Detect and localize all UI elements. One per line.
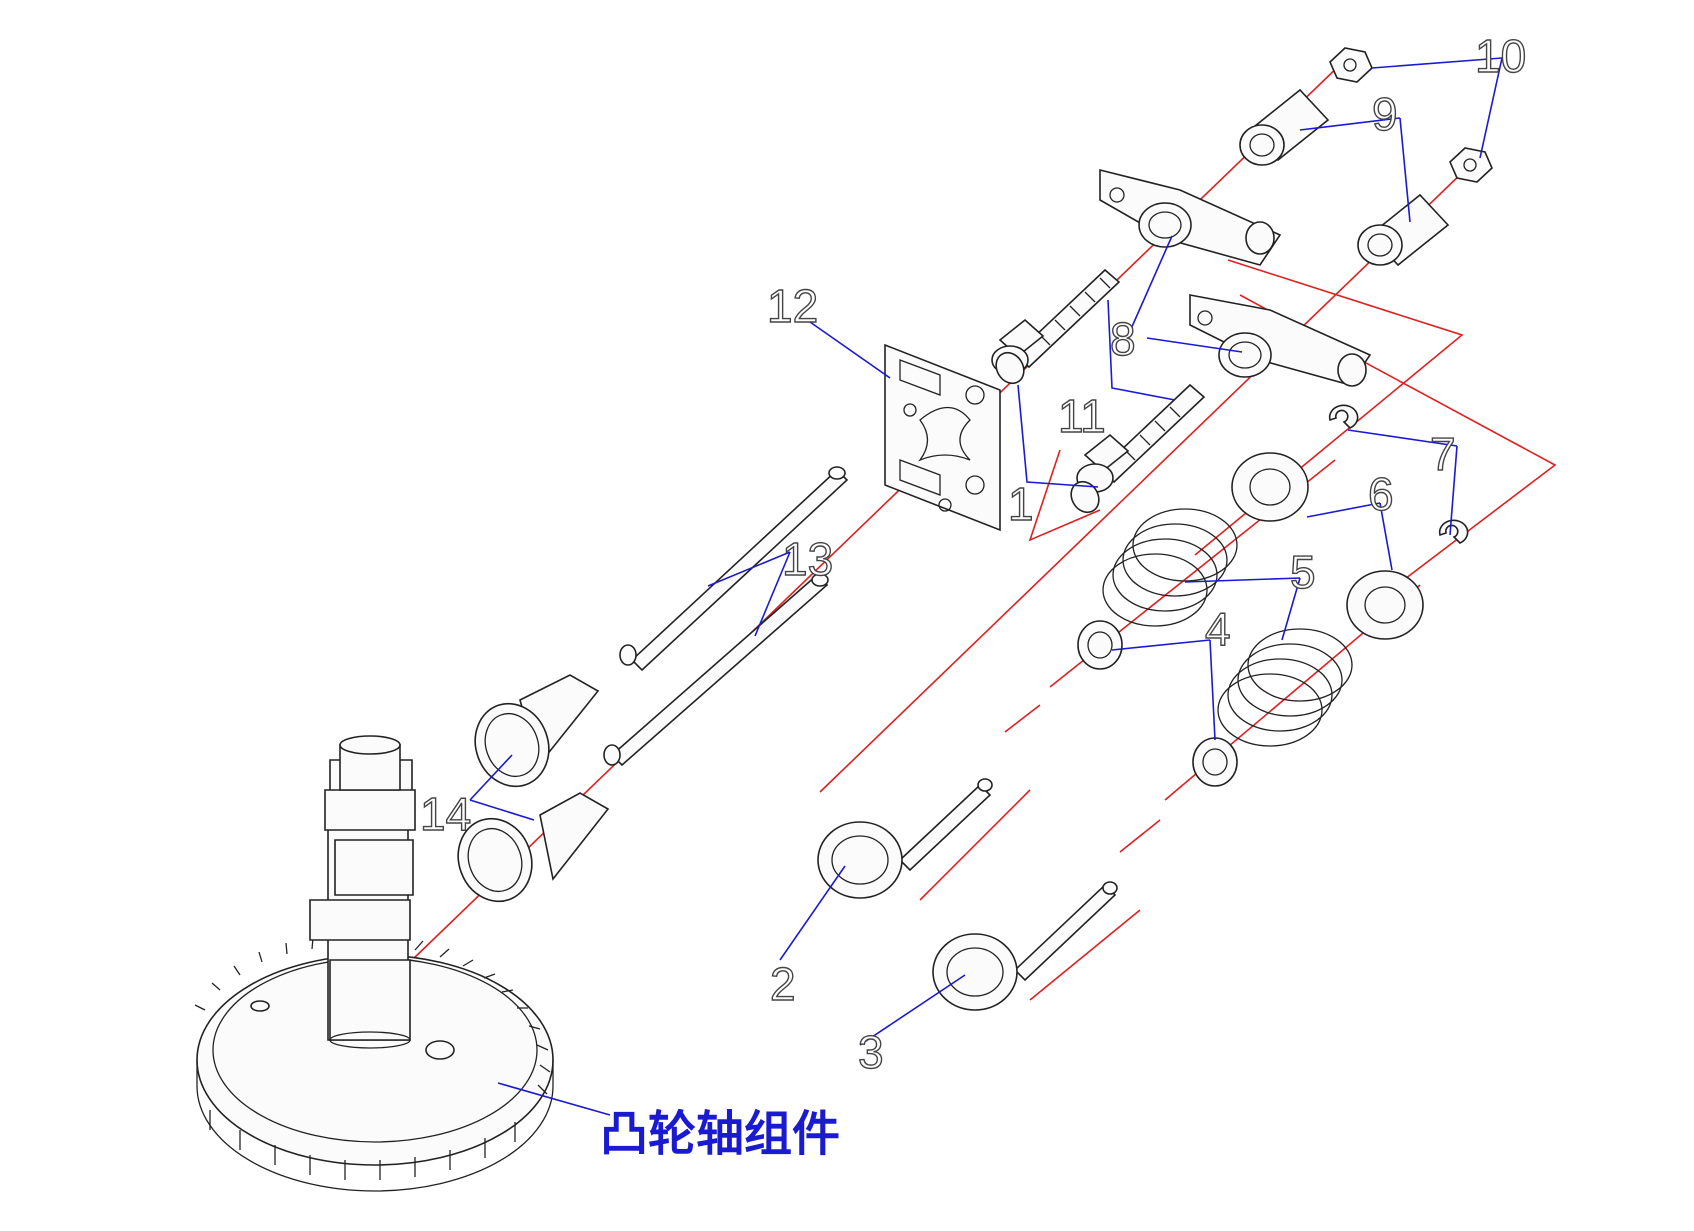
callout-7: 7 [1430, 428, 1456, 480]
rocker-arms [1099, 168, 1372, 387]
callout-10: 10 [1475, 30, 1526, 82]
callout-6: 6 [1368, 468, 1394, 520]
valve-train-parts [1077, 404, 1469, 787]
push-rods [603, 466, 849, 767]
camshaft-assembly [194, 735, 554, 1192]
studs [991, 268, 1206, 514]
guide-plate [884, 343, 1001, 532]
callout-labels: 1 2 3 4 5 6 7 8 9 10 11 12 13 14 [419, 29, 1527, 1078]
callout-14: 14 [420, 788, 471, 840]
pivots-and-nuts [1239, 47, 1493, 267]
valves [817, 778, 1118, 1011]
callout-13: 13 [782, 533, 833, 585]
tappets [457, 674, 610, 903]
callout-3: 3 [858, 1026, 884, 1078]
callout-2: 2 [770, 958, 796, 1010]
callout-8: 8 [1110, 313, 1136, 365]
camshaft-assembly-caption: 凸轮轴组件 [600, 1106, 840, 1162]
leader-lines [469, 57, 1503, 1116]
callout-11: 11 [1058, 390, 1106, 442]
callout-5: 5 [1290, 546, 1316, 598]
centerlines [411, 59, 1557, 1001]
callout-9: 9 [1372, 88, 1398, 140]
callout-12: 12 [767, 280, 818, 332]
callout-1: 1 [1008, 478, 1034, 530]
callout-4: 4 [1205, 603, 1231, 655]
